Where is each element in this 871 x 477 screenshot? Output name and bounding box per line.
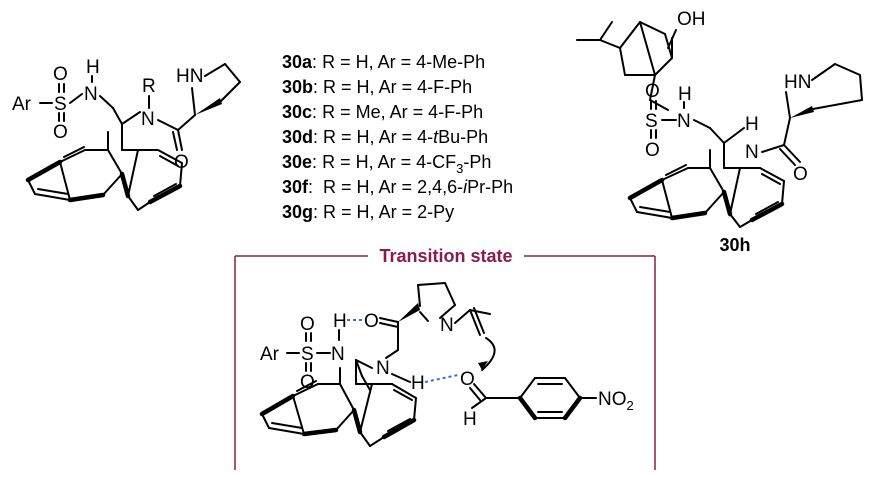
hbond-nh-o-aldehyde — [424, 374, 459, 383]
atom-hn: HN — [784, 72, 811, 93]
atom-o-bottom: O — [53, 122, 68, 143]
atom-h: H — [463, 409, 477, 430]
atom-o: O — [793, 164, 808, 185]
atom-n: N — [331, 344, 345, 365]
atom-o: O — [364, 311, 379, 332]
atom-o-top: O — [53, 64, 68, 85]
compound-30g: 30g: R = H, Ar = 2-Py — [282, 202, 454, 222]
atom-n: N — [745, 142, 759, 163]
atom-h: H — [333, 311, 347, 332]
atom-r: R — [142, 76, 156, 97]
atom-no2: NO2 — [598, 389, 634, 413]
atom-ar: Ar — [260, 344, 280, 365]
atom-h: H — [411, 373, 425, 394]
atom-hn: HN — [176, 66, 203, 87]
atom-n: N — [677, 111, 691, 132]
atom-n: N — [376, 358, 390, 379]
compound-30h-label: 30h — [719, 235, 750, 255]
atom-ar: Ar — [12, 94, 32, 115]
atom-o-top: O — [300, 314, 315, 335]
compound-30b: 30b: R = H, Ar = 4-F-Ph — [282, 77, 472, 97]
atom-oh: OH — [677, 9, 706, 30]
atom-h: H — [678, 84, 692, 105]
compound-30d: 30d: R = H, Ar = 4-tBu-Ph — [282, 127, 488, 147]
atom-s: S — [645, 111, 658, 132]
transition-state-title: Transition state — [379, 246, 512, 266]
atom-n: N — [440, 315, 454, 336]
transition-state-structure: Ar S O O N H O N H N — [259, 282, 634, 447]
atom-h: H — [86, 57, 100, 78]
compound-30a: 30a: R = H, Ar = 4-Me-Ph — [282, 52, 485, 72]
compound-30e: 30e: R = H, Ar = 4-CF3-Ph — [282, 152, 491, 176]
compound-list: 30a: R = H, Ar = 4-Me-Ph 30b: R = H, Ar … — [282, 52, 513, 222]
atom-o-bottom: O — [645, 140, 660, 161]
structure-30a-g: Ar S O O N H N R O HN — [12, 57, 241, 211]
transition-state-frame: Transition state — [234, 246, 656, 470]
atom-h: H — [745, 114, 759, 135]
atom-s: S — [301, 344, 314, 365]
structure-30h: OH S O O N H H N O HN — [576, 9, 863, 228]
compound-30f: 30f: R = H, Ar = 2,4,6-iPr-Ph — [282, 177, 513, 197]
atom-s: S — [54, 94, 67, 115]
atom-n: N — [141, 109, 155, 130]
atom-o-top: O — [645, 81, 660, 102]
atom-o: O — [460, 369, 475, 390]
atom-n: N — [84, 84, 98, 105]
compound-30c: 30c: R = Me, Ar = 4-F-Ph — [282, 102, 483, 122]
